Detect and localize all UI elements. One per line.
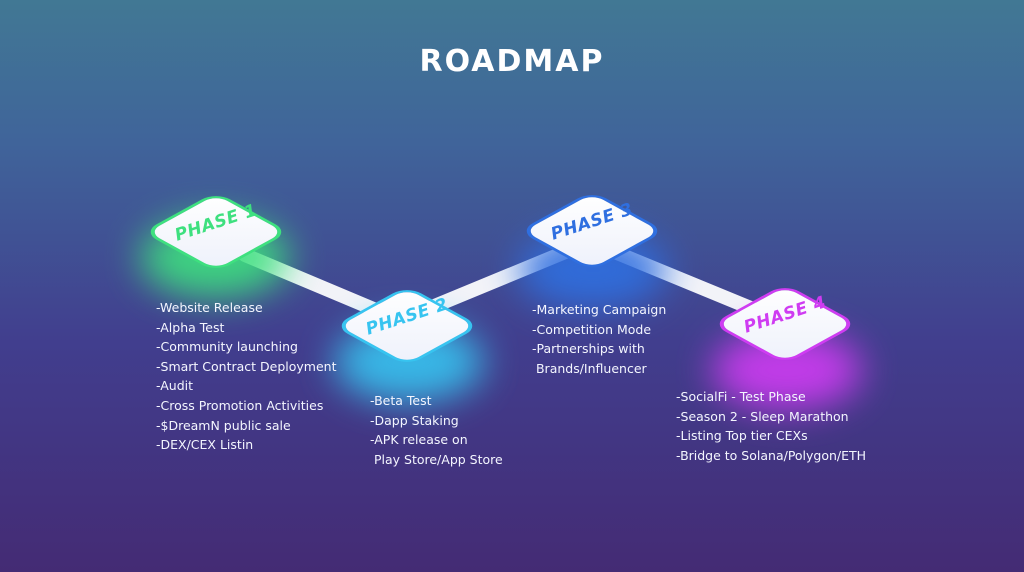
list-item: -Marketing Campaign [532,302,667,317]
list-item: -Website Release [156,300,263,315]
list-item: -Beta Test [370,393,432,408]
list-item: -Audit [156,378,194,394]
list-item: -Community launching [156,339,298,355]
list-item: Play Store/App Store [370,451,503,467]
list-item: Brands/Influencer [532,360,647,376]
phase-4-items: -SocialFi - Test Phase -Season 2 - Sleep… [676,387,866,465]
list-item: -$DreamN public sale [156,417,291,433]
list-item: -Bridge to Solana/Polygon/ETH [676,447,867,463]
list-item: -Season 2 - Sleep Marathon [676,408,849,424]
phase-1-items: -Website Release -Alpha Test -Community … [156,298,337,455]
list-item: -Smart Contract Deployment [156,358,337,374]
list-item: -Cross Promotion Activities [156,397,324,413]
list-item: -SocialFi - Test Phase [676,389,806,404]
phase-3-items: -Marketing Campaign -Competition Mode -P… [532,300,666,378]
list-item: -Competition Mode [532,321,652,337]
list-item: -Alpha Test [156,319,225,335]
list-item: -Listing Top tier CEXs [676,428,808,444]
list-item: -Dapp Staking [370,412,459,428]
list-item: -Partnerships with [532,341,645,357]
roadmap-title: ROADMAP [419,44,605,79]
list-item: -APK release on [370,432,468,448]
list-item: -DEX/CEX Listin [156,437,254,453]
phase-2-items: -Beta Test -Dapp Staking -APK release on… [370,391,503,469]
